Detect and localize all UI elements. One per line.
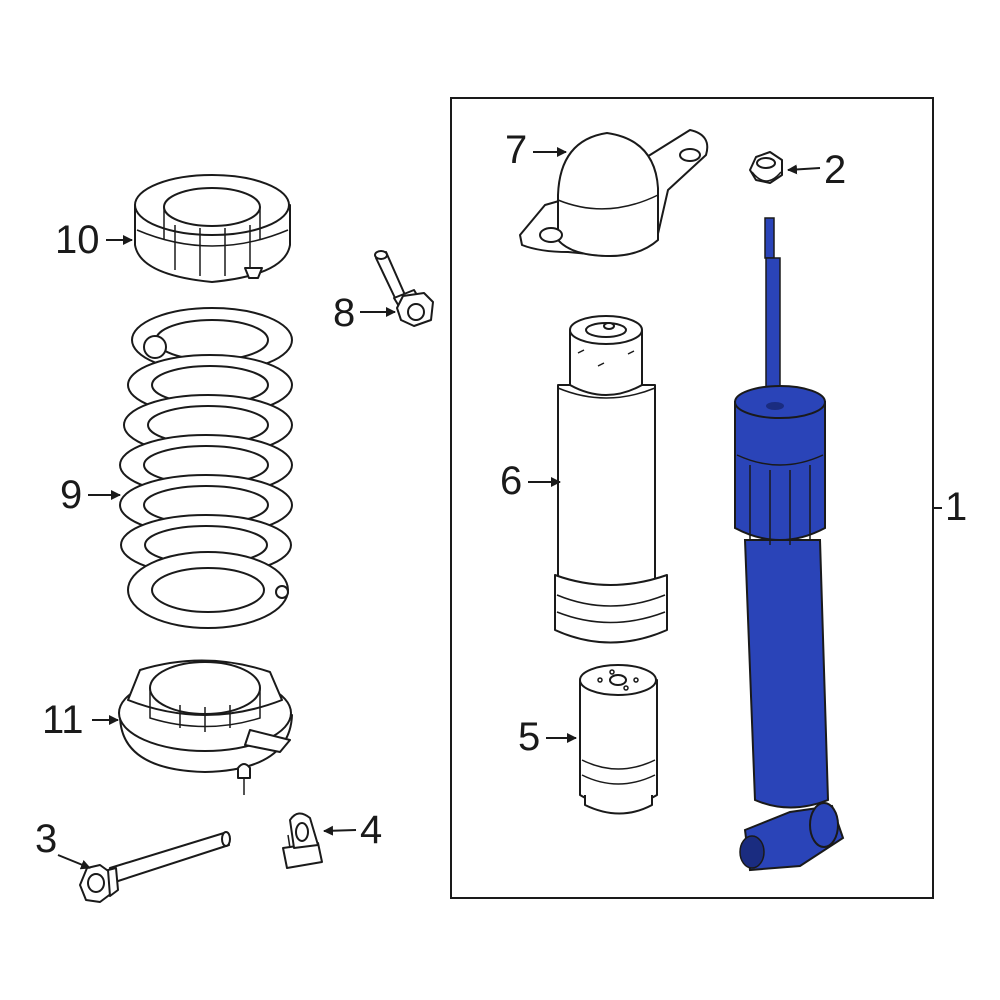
- callout-label-5: 5: [518, 715, 540, 759]
- callout-6: 6: [500, 459, 561, 503]
- callout-label-4: 4: [360, 808, 382, 852]
- lower-mounting-bolt[interactable]: [79, 831, 231, 903]
- nut-clip[interactable]: [282, 812, 323, 869]
- callout-11: 11: [42, 698, 119, 742]
- lower-spring-seat[interactable]: [118, 659, 293, 795]
- callout-label-8: 8: [333, 291, 355, 335]
- jounce-bumper[interactable]: [579, 664, 658, 815]
- callout-label-11: 11: [42, 698, 84, 742]
- callout-8: 8: [333, 291, 396, 335]
- callout-label-9: 9: [60, 473, 82, 517]
- upper-nut[interactable]: [749, 151, 783, 184]
- callout-7: 7: [505, 128, 567, 172]
- coil-spring[interactable]: [119, 307, 293, 629]
- callout-label-6: 6: [500, 459, 522, 503]
- callout-10: 10: [55, 218, 133, 262]
- upper-stud-bolt[interactable]: [374, 250, 434, 327]
- callout-2: 2: [787, 148, 846, 192]
- shock-assembly-box: [450, 97, 934, 899]
- dust-boot[interactable]: [554, 315, 668, 644]
- callout-label-2: 2: [824, 148, 846, 192]
- callout-4: 4: [323, 808, 382, 852]
- callout-label-1: 1: [945, 485, 967, 529]
- shock-absorber[interactable]: [734, 217, 845, 872]
- callout-1: 1: [933, 485, 967, 529]
- upper-spring-insulator[interactable]: [134, 174, 291, 283]
- callout-9: 9: [60, 473, 121, 517]
- callout-label-10: 10: [55, 218, 100, 262]
- callout-5: 5: [518, 715, 577, 759]
- upper-shock-mount[interactable]: [519, 129, 709, 257]
- callout-label-3: 3: [35, 817, 57, 861]
- callout-3: 3: [35, 817, 91, 870]
- callout-label-7: 7: [505, 128, 527, 172]
